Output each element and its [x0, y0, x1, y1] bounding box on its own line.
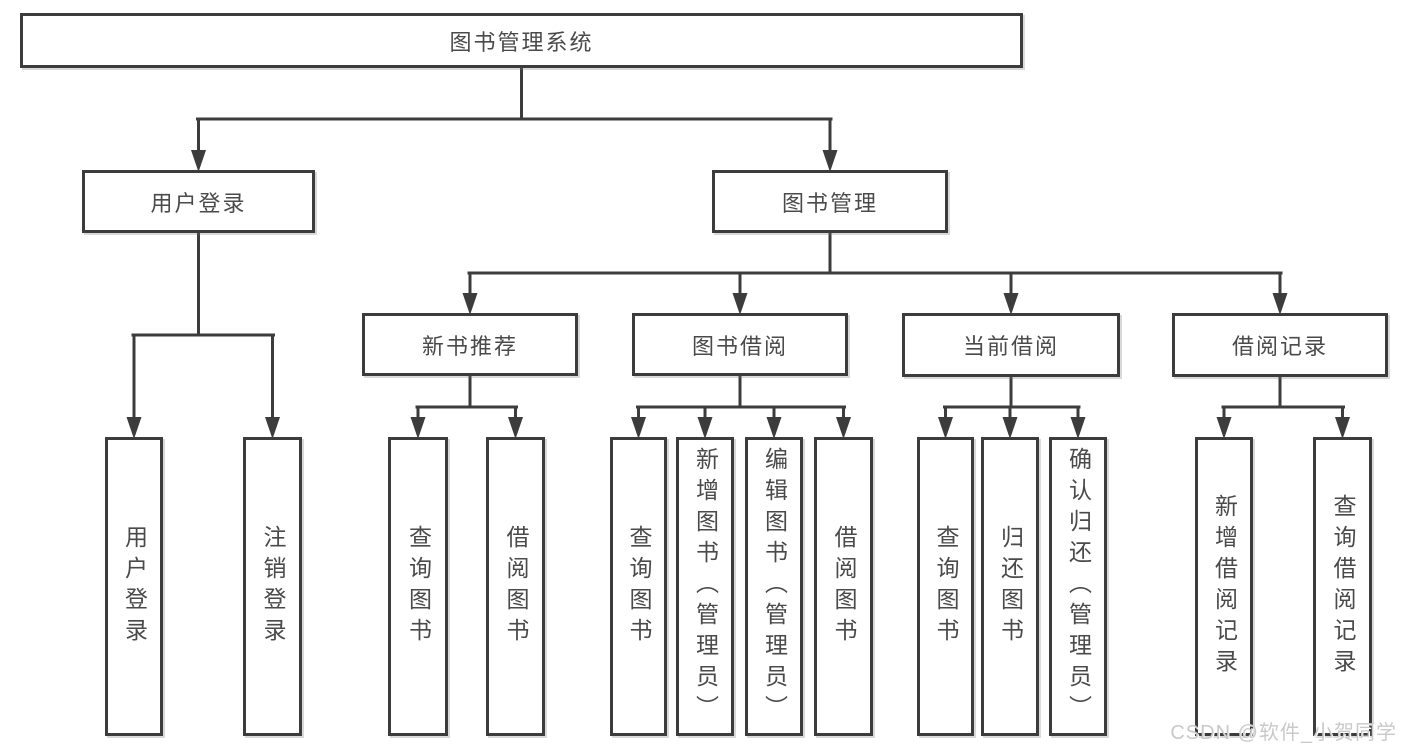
node-label: 图书借阅: [691, 333, 788, 359]
node-label: 注销登录: [260, 524, 286, 649]
leaf-return-books: 归还图书: [981, 437, 1039, 736]
leaf-edit-books-admin: 编辑图书（管理员）: [745, 437, 803, 736]
node-label: 图书管理系统: [449, 29, 594, 55]
leaf-borrow-books: 借阅图书: [814, 437, 873, 736]
node-current-borrowing: 当前借阅: [902, 313, 1120, 377]
node-borrowing-records: 借阅记录: [1172, 313, 1388, 377]
node-label: 借阅图书: [503, 524, 529, 649]
node-label: 编辑图书（管理员）: [761, 447, 788, 726]
leaf-query-books: 查询图书: [917, 437, 974, 736]
node-label: 用户登录: [150, 190, 247, 216]
leaf-confirm-return-admin: 确认归还（管理员）: [1049, 437, 1107, 736]
leaf-query-books: 查询图书: [388, 437, 448, 736]
node-label: 借阅图书: [831, 524, 857, 649]
leaf-borrow-books: 借阅图书: [486, 437, 545, 736]
leaf-query-borrow-record: 查询借阅记录: [1313, 437, 1372, 736]
leaf-query-books: 查询图书: [610, 437, 667, 736]
node-user-login: 用户登录: [82, 170, 315, 233]
leaf-user-login: 用户登录: [105, 437, 163, 736]
node-label: 图书管理: [781, 190, 878, 216]
node-label: 借阅记录: [1231, 334, 1328, 359]
node-label: 归还图书: [997, 524, 1024, 649]
leaf-add-borrow-record: 新增借阅记录: [1195, 437, 1253, 736]
node-label: 当前借阅: [962, 334, 1059, 359]
leaf-logout: 注销登录: [243, 437, 302, 736]
node-book-management: 图书管理: [712, 170, 948, 233]
node-label: 新增借阅记录: [1211, 493, 1238, 680]
node-label: 用户登录: [121, 524, 148, 649]
node-label: 查询图书: [405, 524, 432, 649]
node-label: 确认归还（管理员）: [1065, 447, 1092, 726]
node-label: 查询图书: [626, 524, 652, 649]
node-label: 新书推荐: [421, 333, 518, 359]
watermark: CSDN @软件_小贺同学: [1170, 722, 1397, 744]
node-book-borrowing: 图书借阅: [632, 313, 848, 376]
node-new-book-recommend: 新书推荐: [362, 313, 578, 376]
node-label: 新增图书（管理员）: [692, 447, 719, 726]
leaf-add-books-admin: 新增图书（管理员）: [676, 437, 734, 736]
node-library-management-system: 图书管理系统: [20, 13, 1023, 68]
node-label: 查询借阅记录: [1330, 493, 1356, 680]
node-label: 查询图书: [933, 524, 959, 649]
